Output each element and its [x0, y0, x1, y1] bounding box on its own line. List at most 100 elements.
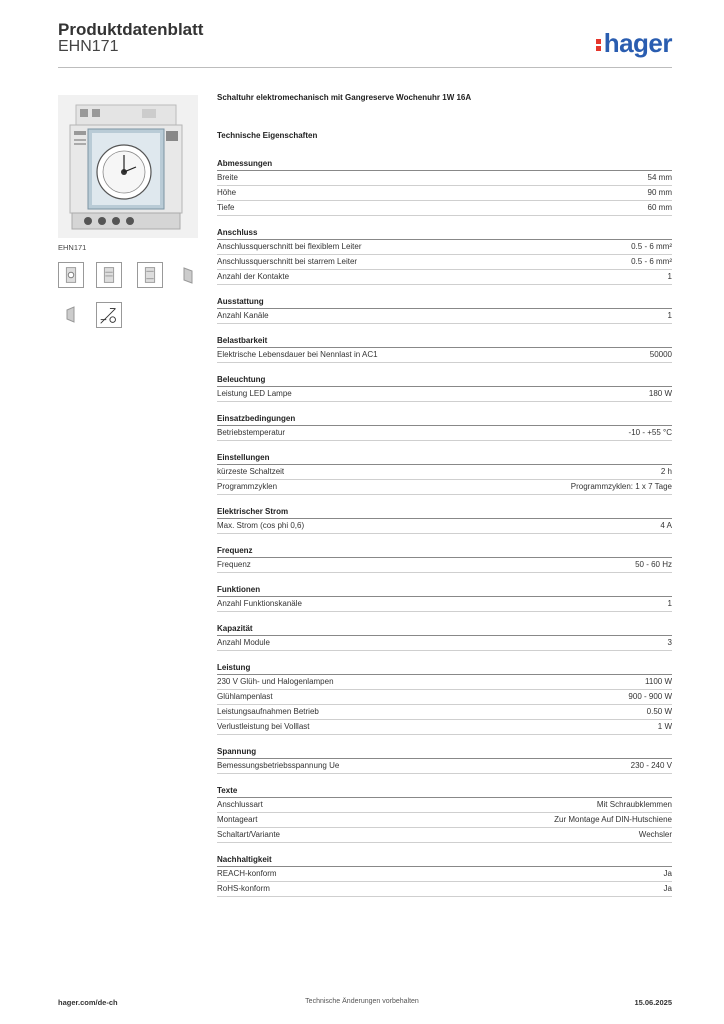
spec-label: Betriebstemperatur	[217, 428, 286, 437]
spec-value: 3	[667, 638, 672, 647]
spec-value: 4 A	[660, 521, 672, 530]
spec-value: 900 - 900 W	[628, 692, 672, 701]
spec-value: 1100 W	[645, 677, 672, 686]
spec-value: 2 h	[660, 467, 672, 476]
spec-label: Programmzyklen	[217, 482, 278, 491]
spec-value: 180 W	[648, 389, 672, 398]
thumbnail-side[interactable]	[176, 262, 202, 288]
spec-label: Anschlussart	[217, 800, 263, 809]
spec-label: Frequenz	[217, 560, 251, 569]
spec-row: Schaltart/Variante Wechsler	[217, 828, 672, 843]
spec-row: 230 V Glüh- und Halogenlampen 1100 W	[217, 675, 672, 690]
spec-value: 230 - 240 V	[630, 761, 672, 770]
spec-label: Anzahl Module	[217, 638, 270, 647]
side-view-icon	[183, 267, 193, 284]
product-image	[58, 95, 198, 238]
spec-value: Wechsler	[638, 830, 672, 839]
footer-url[interactable]: hager.com/de-ch	[58, 998, 118, 1007]
time-switch-illustration	[58, 95, 198, 238]
spec-row: Programmzyklen Programmzyklen: 1 x 7 Tage	[217, 480, 672, 495]
spec-value: 50000	[649, 350, 672, 359]
spec-row: Anzahl Module 3	[217, 636, 672, 651]
front-view-icon	[144, 267, 156, 283]
spec-section: Leistung 230 V Glüh- und Halogenlampen 110…	[217, 661, 672, 735]
spec-value: 1	[667, 272, 672, 281]
spec-label: Verlustleistung bei Volllast	[217, 722, 310, 731]
spec-value: 60 mm	[647, 203, 672, 212]
spec-row: Elektrische Lebensdauer bei Nennlast in …	[217, 348, 672, 363]
spec-label: Elektrische Lebensdauer bei Nennlast in …	[217, 350, 378, 359]
header-divider	[58, 67, 672, 68]
thumbnail-front-3[interactable]	[137, 262, 163, 288]
section-title: Einsatzbedingungen	[217, 412, 672, 426]
spec-row: Glühlampenlast 900 - 900 W	[217, 690, 672, 705]
spec-label: Max. Strom (cos phi 0,6)	[217, 521, 305, 530]
spec-value: Ja	[663, 869, 672, 878]
section-title: Funktionen	[217, 583, 672, 597]
spec-label: REACH-konform	[217, 869, 277, 878]
spec-label: kürzeste Schaltzeit	[217, 467, 285, 476]
spec-value: Programmzyklen: 1 x 7 Tage	[570, 482, 672, 491]
section-title: Belastbarkeit	[217, 334, 672, 348]
spec-row: Anzahl der Kontakte 1	[217, 270, 672, 285]
spec-value: Mit Schraubklemmen	[596, 800, 672, 809]
spec-label: RoHS-konform	[217, 884, 270, 893]
section-title: Nachhaltigkeit	[217, 853, 672, 867]
section-title: Spannung	[217, 745, 672, 759]
spec-label: Anschlussquerschnitt bei flexiblem Leite…	[217, 242, 362, 251]
hager-logo: hager	[595, 28, 673, 59]
front-view-icon	[103, 267, 115, 283]
spec-value: 90 mm	[647, 188, 672, 197]
spec-value: 1	[667, 599, 672, 608]
section-title: Einstellungen	[217, 451, 672, 465]
spec-row: Anschlussquerschnitt bei flexiblem Leite…	[217, 240, 672, 255]
spec-label: Anzahl der Kontakte	[217, 272, 290, 281]
spec-value: -10 - +55 °C	[628, 428, 672, 437]
spec-row: REACH-konform Ja	[217, 867, 672, 882]
spec-content: Schaltuhr elektromechanisch mit Gangrese…	[217, 93, 672, 907]
section-title: Texte	[217, 784, 672, 798]
article-number: EHN171	[58, 38, 119, 55]
drawing-icon	[100, 308, 116, 324]
product-title: Schaltuhr elektromechanisch mit Gangrese…	[217, 93, 472, 102]
spec-row: Leistung LED Lampe 180 W	[217, 387, 672, 402]
section-title: Kapazität	[217, 622, 672, 636]
page-title: Produktdatenblatt	[58, 20, 204, 39]
angled-view-icon	[66, 306, 75, 323]
spec-value: 0.50 W	[646, 707, 672, 716]
thumbnail-front-2[interactable]	[96, 262, 122, 288]
section-title: Leistung	[217, 661, 672, 675]
spec-value: 54 mm	[647, 173, 672, 182]
spec-label: Schaltart/Variante	[217, 830, 280, 839]
spec-label: 230 V Glüh- und Halogenlampen	[217, 677, 334, 686]
image-caption: EHN171	[58, 243, 87, 252]
spec-section: Einstellungen kürzeste Schaltzeit 2 h Progr…	[217, 451, 672, 495]
spec-value: 0.5 - 6 mm²	[631, 242, 672, 251]
thumbnail-drawing[interactable]	[96, 302, 122, 328]
spec-label: Glühlampenlast	[217, 692, 273, 701]
spec-label: Leistung LED Lampe	[217, 389, 292, 398]
thumbnail-front[interactable]	[58, 262, 84, 288]
spec-label: Anzahl Kanäle	[217, 311, 269, 320]
spec-row: kürzeste Schaltzeit 2 h	[217, 465, 672, 480]
thumbnail-angled[interactable]	[58, 302, 84, 328]
spec-label: Höhe	[217, 188, 237, 197]
spec-value: Zur Montage Auf DIN-Hutschiene	[554, 815, 672, 824]
